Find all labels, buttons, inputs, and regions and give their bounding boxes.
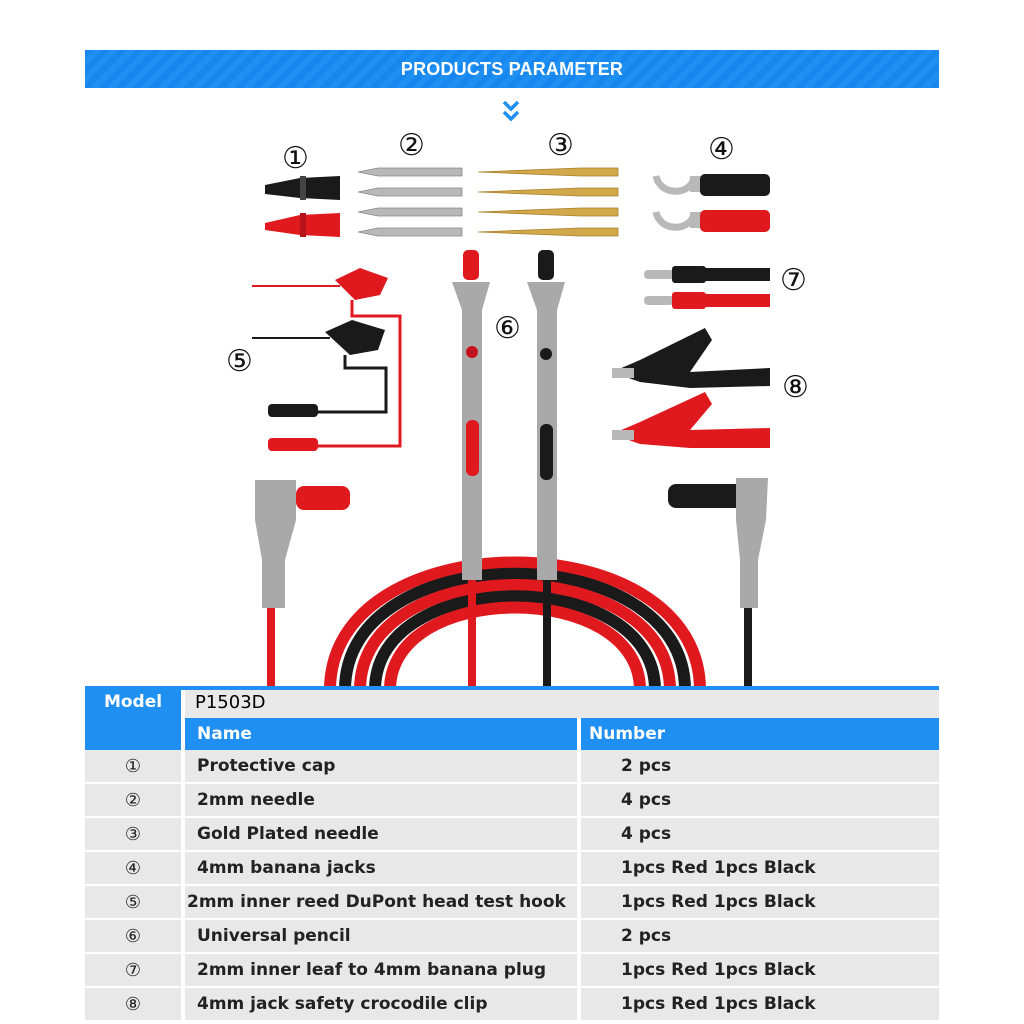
banner-title: PRODUCTS PARAMETER	[400, 58, 624, 79]
model-value: P1503D	[185, 686, 939, 718]
row-index: ②	[85, 784, 181, 816]
table-top-rule	[85, 686, 939, 690]
row-number: 2 pcs	[581, 750, 939, 782]
column-header-number: Number	[581, 718, 939, 750]
model-row: Model P1503D	[85, 686, 939, 718]
label-4: ④	[708, 132, 735, 167]
table-row: ② 2mm needle 4 pcs	[85, 784, 939, 816]
row-number: 4 pcs	[581, 818, 939, 850]
column-header-name: Name	[185, 718, 577, 750]
row-name: Gold Plated needle	[185, 818, 577, 850]
row-name: 4mm jack safety crocodile clip	[185, 988, 577, 1020]
label-2: ②	[398, 128, 425, 163]
test-hooks	[252, 268, 402, 451]
test-lead-cables	[324, 556, 706, 690]
table-row: ③ Gold Plated needle 4 pcs	[85, 818, 939, 850]
row-number: 4 pcs	[581, 784, 939, 816]
row-number: 1pcs Red 1pcs Black	[581, 954, 939, 986]
2mm-needles	[357, 167, 463, 237]
row-index: ⑦	[85, 954, 181, 986]
label-7: ⑦	[780, 263, 807, 298]
label-6: ⑥	[494, 311, 521, 346]
row-name: Protective cap	[185, 750, 577, 782]
row-index: ⑤	[85, 886, 181, 918]
row-number: 1pcs Red 1pcs Black	[581, 852, 939, 884]
row-name: 4mm banana jacks	[185, 852, 577, 884]
gold-plated-needles	[477, 167, 619, 237]
product-photo: ① ② ③ ④ ⑤ ⑥ ⑦ ⑧	[226, 128, 809, 690]
row-number: 1pcs Red 1pcs Black	[581, 988, 939, 1020]
row-index: ④	[85, 852, 181, 884]
table-row: ⑥ Universal pencil 2 pcs	[85, 920, 939, 952]
row-index: ⑥	[85, 920, 181, 952]
chevron-down-icon	[502, 100, 520, 122]
label-1: ①	[282, 141, 309, 176]
table-row: ⑦ 2mm inner leaf to 4mm banana plug 1pcs…	[85, 954, 939, 986]
banana-plugs	[644, 266, 770, 309]
row-number: 1pcs Red 1pcs Black	[581, 886, 939, 918]
crocodile-clips	[612, 328, 770, 448]
protective-caps	[265, 176, 340, 237]
table-row: ④ 4mm banana jacks 1pcs Red 1pcs Black	[85, 852, 939, 884]
label-8: ⑧	[782, 370, 809, 405]
table-row: ⑤ 2mm inner reed DuPont head test hook 1…	[85, 886, 939, 918]
header-row: Name Number	[85, 718, 939, 750]
table-row: ① Protective cap 2 pcs	[85, 750, 939, 782]
row-name: 2mm needle	[185, 784, 577, 816]
row-index: ③	[85, 818, 181, 850]
row-name: Universal pencil	[185, 920, 577, 952]
model-label: Model	[85, 686, 181, 718]
products-parameter-banner: PRODUCTS PARAMETER	[85, 50, 939, 88]
right-angle-plugs	[255, 478, 768, 690]
table-row: ⑧ 4mm jack safety crocodile clip 1pcs Re…	[85, 988, 939, 1020]
parameter-table: Model P1503D Name Number ① Protective ca…	[85, 686, 939, 1020]
banana-jacks	[652, 174, 770, 232]
row-name: 2mm inner leaf to 4mm banana plug	[185, 954, 577, 986]
row-number: 2 pcs	[581, 920, 939, 952]
row-index: ①	[85, 750, 181, 782]
row-index: ⑧	[85, 988, 181, 1020]
label-5: ⑤	[226, 344, 253, 379]
label-3: ③	[547, 128, 574, 163]
row-name: 2mm inner reed DuPont head test hook	[185, 886, 577, 918]
universal-pencils	[452, 250, 565, 690]
